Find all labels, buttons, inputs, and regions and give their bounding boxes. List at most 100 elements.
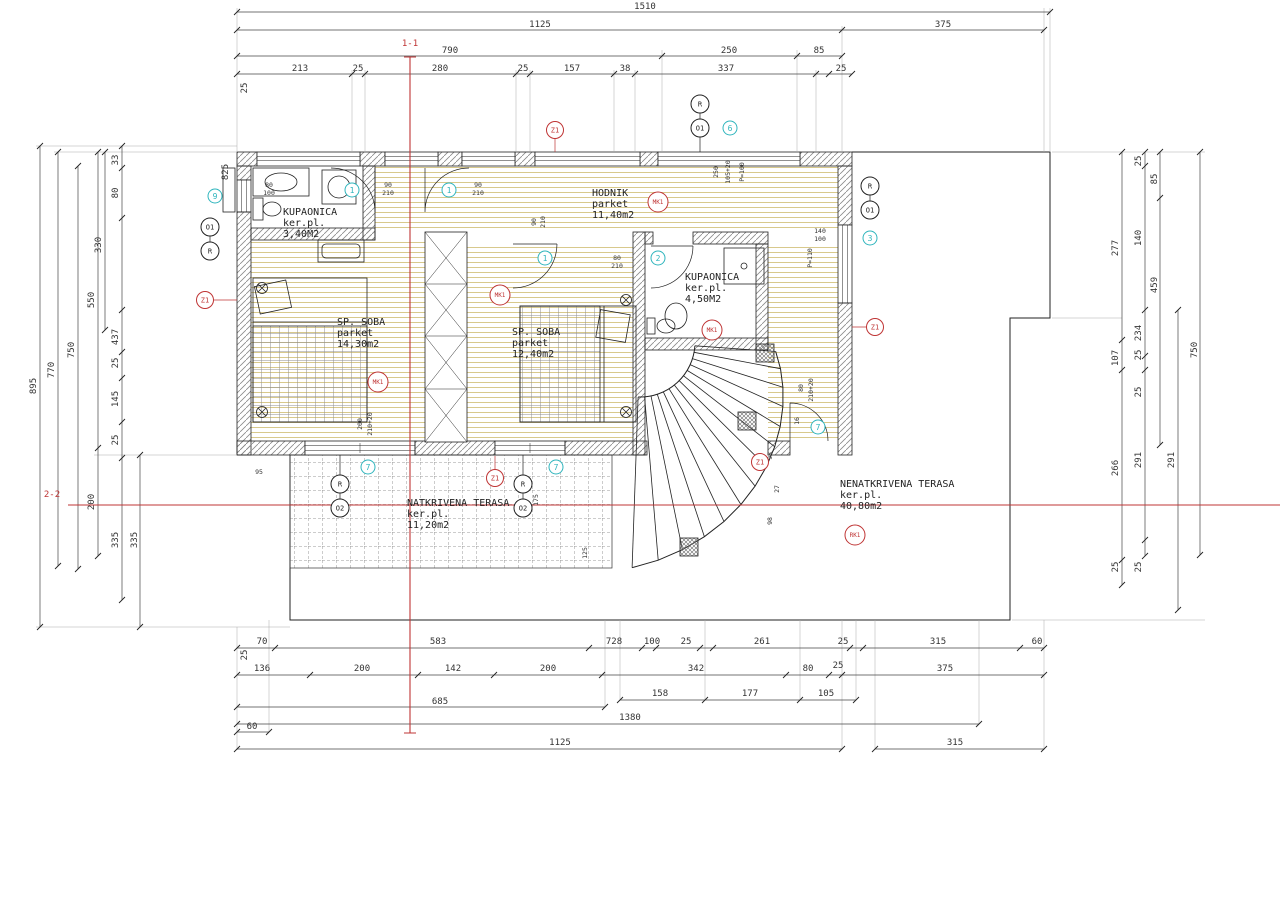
exterior-unit [222, 167, 236, 213]
section-label: 2-2 [44, 490, 60, 500]
marker-circle [690, 94, 710, 114]
dimension-text: 145 [111, 391, 121, 407]
marker-label: O1 [866, 207, 874, 215]
marker-connectors [209, 113, 871, 499]
marker-circle [647, 191, 669, 213]
marker-label: Z1 [491, 475, 499, 483]
dimension-text: 825 [221, 164, 231, 180]
dimension-text: 142 [445, 664, 461, 674]
dimension-text: 25 [111, 435, 121, 446]
dimension-text: 1125 [529, 20, 551, 30]
dimension-text: 335 [111, 532, 121, 548]
dimension-text: 25 [833, 661, 844, 671]
marker-circle [701, 319, 723, 341]
dimension-text: 38 [620, 64, 631, 74]
small-dimension-text: 210 [472, 189, 484, 197]
small-dimension-text: 80 [265, 181, 273, 189]
dimension-text: 375 [935, 20, 951, 30]
marker-circle [546, 121, 564, 139]
marker-circle [486, 469, 504, 487]
marker-circle [196, 291, 214, 309]
marker-circle [330, 498, 350, 518]
small-dimension-text: 80 [613, 254, 621, 262]
toilet-icon [656, 318, 676, 334]
dimension-text: 25 [1134, 156, 1144, 167]
marker-label: MK1 [495, 292, 506, 299]
marker-label: RK1 [850, 532, 861, 539]
door-swing [789, 402, 829, 442]
dimension-text: 25 [240, 650, 250, 661]
dimension-text: 728 [606, 637, 622, 647]
small-dimension-text: 95 [255, 468, 263, 476]
marker-label: R [338, 481, 343, 489]
door-swing [424, 167, 470, 213]
socket-icon [256, 406, 268, 418]
dimension-text: 790 [442, 46, 458, 56]
dimension-text: 140 [1134, 230, 1144, 246]
small-dimension-text: 90 [530, 218, 538, 226]
marker-label: O2 [519, 505, 527, 513]
blanket [252, 325, 368, 423]
dimension-text: 25 [838, 637, 849, 647]
dimension-text: 335 [130, 532, 140, 548]
floor-sockets [256, 282, 632, 418]
toilet-tank [646, 317, 656, 335]
dimension-text: 157 [564, 64, 580, 74]
dimension-text: 234 [1134, 325, 1144, 341]
marker-label: R [208, 248, 213, 256]
small-dimension-text: 200 [356, 418, 364, 430]
marker-circle [548, 459, 564, 475]
marker-circle [441, 182, 457, 198]
dimension-text: 437 [111, 329, 121, 345]
marker-label: 6 [728, 124, 733, 133]
bed-2 [519, 305, 637, 423]
small-dimension-text: 27 [773, 485, 781, 493]
marker-circle [860, 200, 880, 220]
door-swing [330, 167, 376, 213]
marker-circle [207, 188, 223, 204]
dimension-text: 770 [47, 362, 57, 378]
dimension-text: 200 [540, 664, 556, 674]
small-dimension-text: P=100 [738, 162, 746, 182]
dimension-text: 80 [111, 188, 121, 199]
marker-circle [751, 453, 769, 471]
marker-circle [537, 250, 553, 266]
dimension-text: 200 [87, 494, 97, 510]
small-dimension-text: 105+20 [724, 160, 732, 184]
dimension-text: 25 [836, 64, 847, 74]
dimension-text: 60 [247, 722, 258, 732]
marker-circle [810, 419, 826, 435]
door-swing [650, 245, 694, 289]
marker-label: 3 [868, 234, 873, 243]
dimension-text: 330 [94, 237, 104, 253]
shaft [424, 231, 468, 443]
small-dimension-text: 90 [474, 181, 482, 189]
vanity-counter [252, 167, 310, 197]
bathroom2-fixtures [646, 247, 765, 335]
small-dimension-text: 210 [539, 216, 547, 228]
dimension-text: 177 [742, 689, 758, 699]
marker-circle [862, 230, 878, 246]
dimension-text: 85 [814, 46, 825, 56]
dimension-text: 25 [240, 83, 250, 94]
dimension-text: 1125 [549, 738, 571, 748]
dimension-text: 70 [257, 637, 268, 647]
dimension-text: 158 [652, 689, 668, 699]
bedroom1-dresser [317, 239, 365, 263]
marker-circle [513, 498, 533, 518]
small-dimension-text: 125 [581, 547, 589, 559]
small-dimension-text: 250 [712, 166, 720, 178]
dimension-text: 1380 [619, 713, 641, 723]
stair-posts [679, 343, 775, 557]
hodnik-floor [375, 166, 838, 232]
small-dimension-text: 90 [384, 181, 392, 189]
dimension-text: 266 [1111, 460, 1121, 476]
dimension-text: 136 [254, 664, 270, 674]
toilet-tank [252, 197, 264, 221]
dimension-text: 315 [930, 637, 946, 647]
small-dimension-text: P=110 [806, 248, 814, 268]
socket-icon [620, 406, 632, 418]
